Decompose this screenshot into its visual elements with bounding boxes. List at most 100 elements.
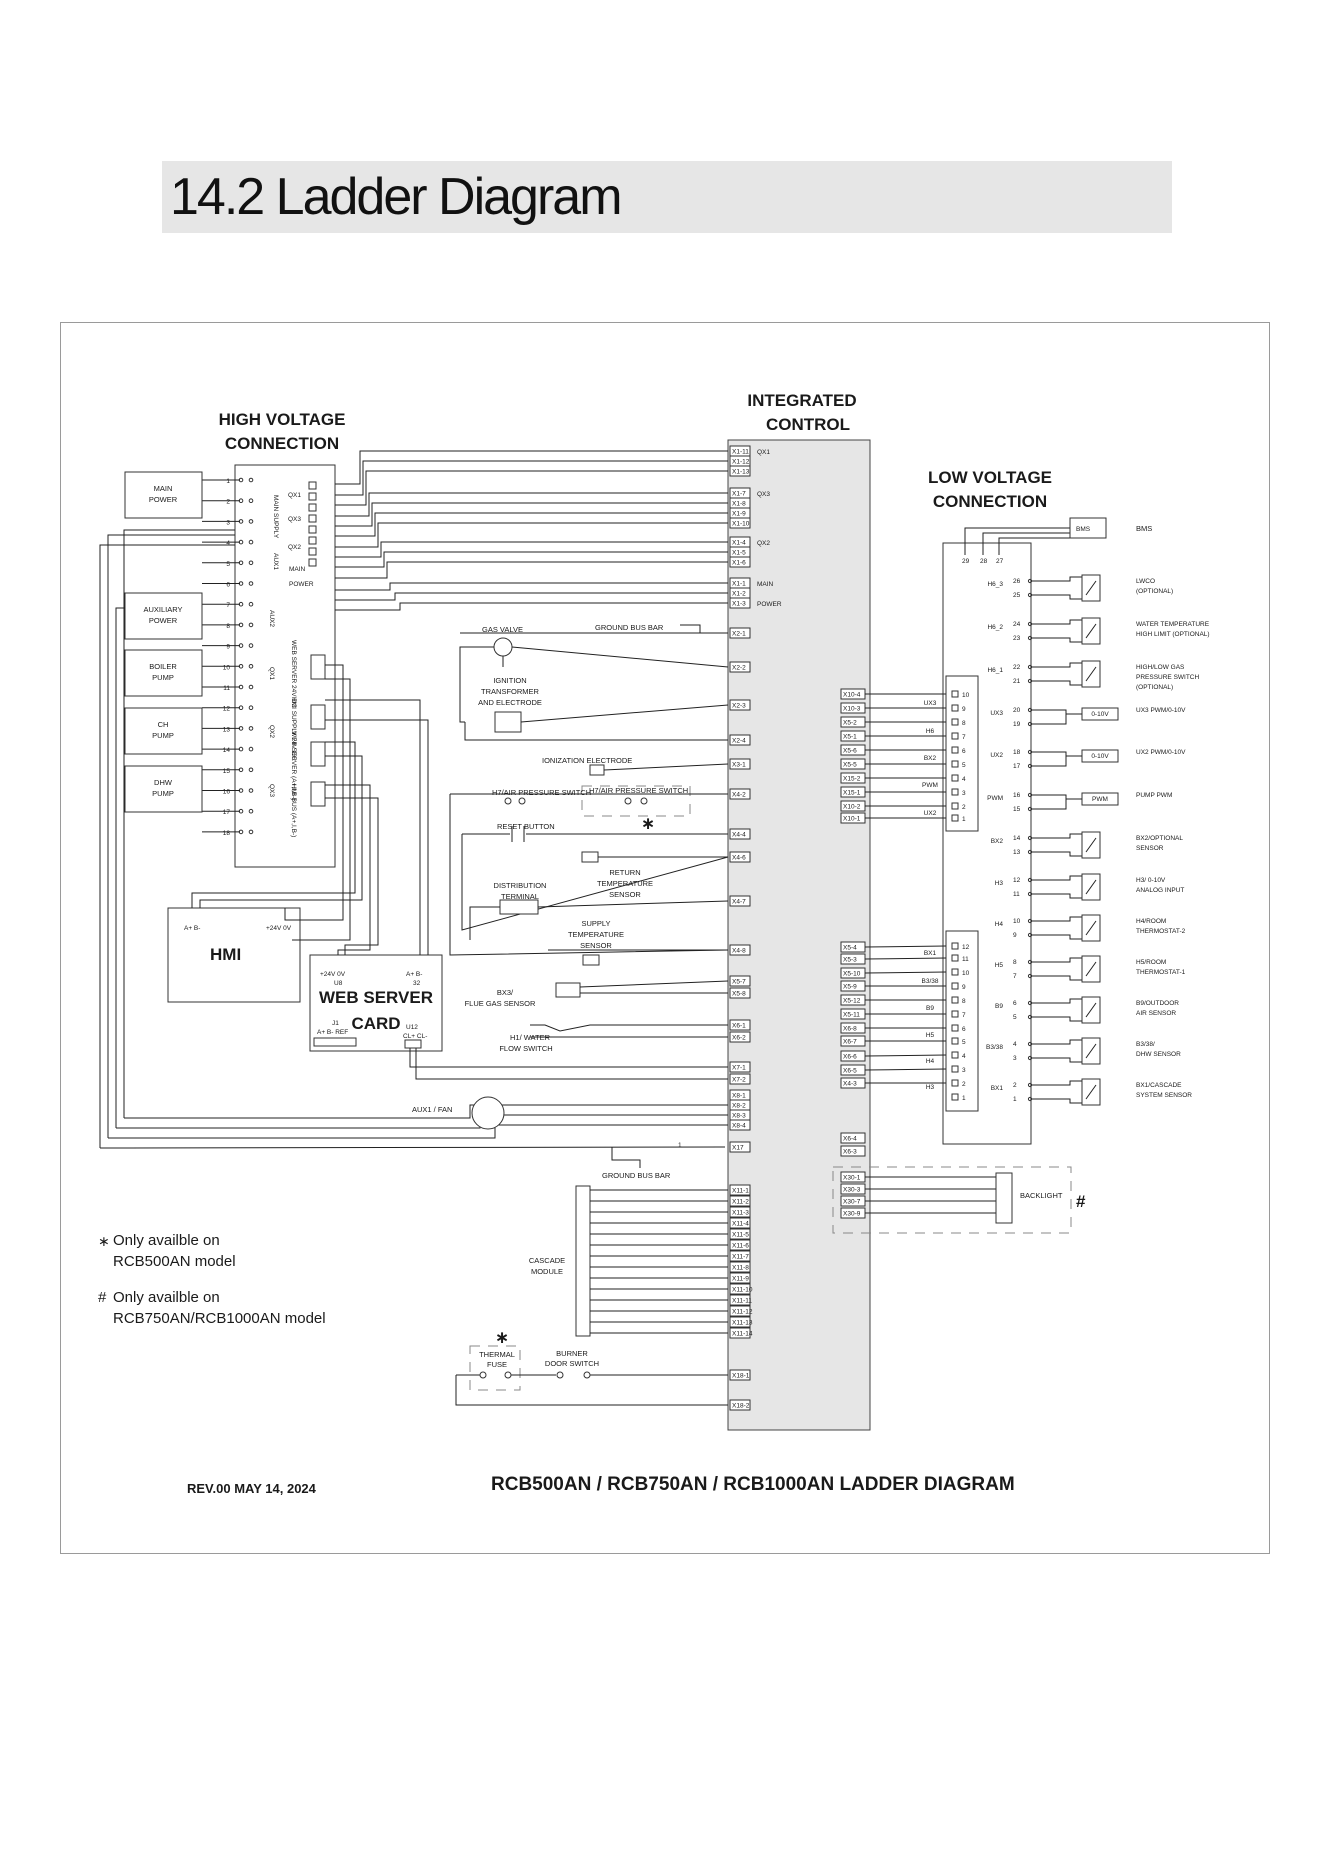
ic-pin — [729, 517, 751, 529]
connector-bottom — [945, 930, 979, 1112]
connector-pin — [951, 774, 959, 782]
hv-terminal-dot — [248, 788, 254, 793]
ic-pin-label: X8-4 — [732, 1123, 746, 1130]
wire — [335, 602, 728, 611]
ic-pin — [729, 975, 751, 987]
hv-terminal-dot — [248, 829, 254, 835]
ic-pin-right-label: X5-5 — [843, 762, 857, 769]
ic-pin — [729, 1316, 751, 1328]
wire — [1030, 576, 1082, 582]
connector-pin — [951, 968, 959, 976]
wire — [1030, 751, 1067, 767]
hv-device-label: POWER — [149, 616, 178, 625]
ic-pin — [729, 1184, 751, 1196]
bms-box-label: BMS — [1076, 526, 1091, 533]
lv-terminal-num: 9 — [1013, 932, 1017, 939]
web-server-u12: U12 — [406, 1024, 418, 1031]
connector-label: BX2 — [924, 755, 937, 762]
lv-terminal-num: 19 — [1013, 721, 1021, 728]
wire — [611, 1147, 641, 1168]
lv-description: WATER TEMPERATURE — [1136, 621, 1210, 628]
hv-terminal-number: 10 — [223, 664, 231, 671]
hv-terminal-number: 11 — [223, 685, 230, 692]
ic-pin-label: X11-7 — [732, 1254, 749, 1261]
hmi-pins-left: A+ B- — [184, 925, 200, 932]
distribution-terminal-symbol — [499, 899, 539, 915]
ic-pin — [729, 661, 751, 673]
ic-pin — [729, 699, 751, 711]
wire — [464, 722, 728, 741]
wire — [123, 529, 235, 1118]
lv-terminal-num: 26 — [1013, 578, 1021, 585]
hv-terminal-number: 5 — [226, 561, 230, 568]
lv-terminal-num: 24 — [1013, 621, 1021, 628]
wire — [1030, 851, 1082, 857]
connector-num: 8 — [962, 720, 966, 727]
ic-pin — [729, 556, 751, 568]
connector-pin — [951, 690, 959, 698]
wire — [325, 719, 429, 955]
connector-pin — [951, 788, 959, 796]
lv-terminal-num: 13 — [1013, 849, 1021, 856]
wire — [1030, 875, 1082, 881]
ic-pin-right-label: X5-10 — [843, 971, 861, 978]
lv-description: HIGH/LOW GAS — [1136, 664, 1185, 671]
footer-title: RCB500AN / RCB750AN / RCB1000AN LADDER D… — [491, 1474, 1015, 1495]
h7-switch-opt-label: H7/AIR PRESSURE SWITCH — [589, 786, 688, 795]
ic-pin-label: X8-2 — [732, 1103, 746, 1110]
wire — [1030, 1098, 1082, 1104]
hv-terminal-number: 1 — [226, 478, 230, 485]
backlight-connector — [995, 1172, 1013, 1224]
ignition-label-1: IGNITION — [493, 676, 526, 685]
hv-terminal-number: 16 — [223, 789, 231, 796]
ic-pin-label: X7-2 — [732, 1077, 746, 1084]
ic-pin — [729, 1369, 751, 1381]
lv-terminal-num: 21 — [1013, 678, 1021, 685]
h7-switch-contact — [624, 797, 632, 805]
connector-num: 10 — [962, 970, 970, 977]
lv-group-label: H6_2 — [987, 624, 1003, 631]
lv-group-label: UX3 — [990, 710, 1003, 717]
connector-num: 11 — [962, 956, 969, 963]
hv-device-box — [124, 649, 203, 697]
wire — [325, 699, 421, 955]
cascade-label-2: MODULE — [531, 1267, 563, 1276]
wire — [1030, 619, 1082, 625]
ic-pin-right-label: X6-5 — [843, 1068, 857, 1075]
ic-pin-group: POWER — [757, 601, 782, 608]
ic-pin — [729, 1305, 751, 1317]
hv-device-label: POWER — [149, 495, 178, 504]
ic-pin-label: X1-9 — [732, 511, 746, 518]
ic-pin-label: X5-7 — [732, 979, 746, 986]
ic-pin-label: X6-1 — [732, 1023, 746, 1030]
ic-pin — [729, 1195, 751, 1207]
connector-pin — [951, 1037, 959, 1045]
connector-pin — [951, 814, 959, 822]
hv-terminal-dot — [248, 477, 254, 483]
connector-num: 8 — [962, 998, 966, 1005]
ic-pin — [729, 1239, 751, 1251]
bms-term: 27 — [996, 558, 1004, 565]
ic-pin-right-label: X10-2 — [843, 804, 861, 811]
wire — [108, 1124, 728, 1139]
ic-pin-right-label: X15-2 — [843, 776, 861, 783]
wire — [1030, 680, 1082, 686]
ic-pin-right-label: X4-3 — [843, 1081, 857, 1088]
note-line: RCB750AN/RCB1000AN model — [113, 1310, 326, 1327]
ionization-label: IONIZATION ELECTRODE — [542, 756, 632, 765]
connector-label: UX2 — [924, 810, 937, 817]
ic-pin-label: X11-6 — [732, 1243, 749, 1250]
wire — [461, 834, 729, 931]
ic-pin-right-label: X5-4 — [843, 945, 857, 952]
web-server-pins-right: A+ B- — [406, 971, 422, 978]
wire — [982, 532, 1070, 555]
hv-vertical-label: WEB SERVER 24V DC — [290, 640, 297, 708]
wire — [998, 537, 1070, 555]
wire — [449, 794, 729, 956]
web-server-j1-connector — [313, 1037, 357, 1047]
wire — [325, 797, 379, 955]
diagram-frame — [60, 322, 1270, 1554]
lv-terminal-num: 10 — [1013, 918, 1021, 925]
wire — [292, 678, 351, 941]
